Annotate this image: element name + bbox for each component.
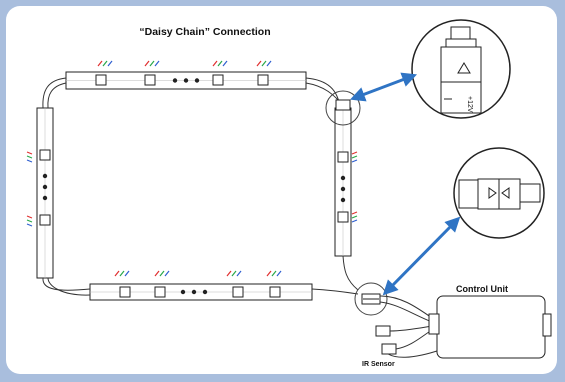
led-arrow-groups — [26, 60, 358, 277]
diagram-title: “Daisy Chain” Connection — [139, 26, 271, 38]
control-unit-label: Control Unit — [456, 284, 508, 294]
strip-connectors — [325, 90, 397, 355]
led-strip-bottom — [89, 283, 313, 301]
strip-wires — [42, 77, 359, 296]
control-unit — [428, 295, 552, 359]
zoom-connector-pair — [453, 147, 545, 239]
voltage-label: +12V — [466, 96, 473, 113]
zoom-arrow-top — [349, 72, 418, 102]
led-strip-right — [334, 107, 352, 257]
ir-sensor-label: IR Sensor — [362, 361, 395, 368]
zoom-arrow-bottom — [382, 216, 461, 296]
led-strip-left — [36, 107, 54, 279]
led-strip-top — [65, 71, 307, 90]
zoom-connector-12v: +12V — [411, 19, 511, 119]
